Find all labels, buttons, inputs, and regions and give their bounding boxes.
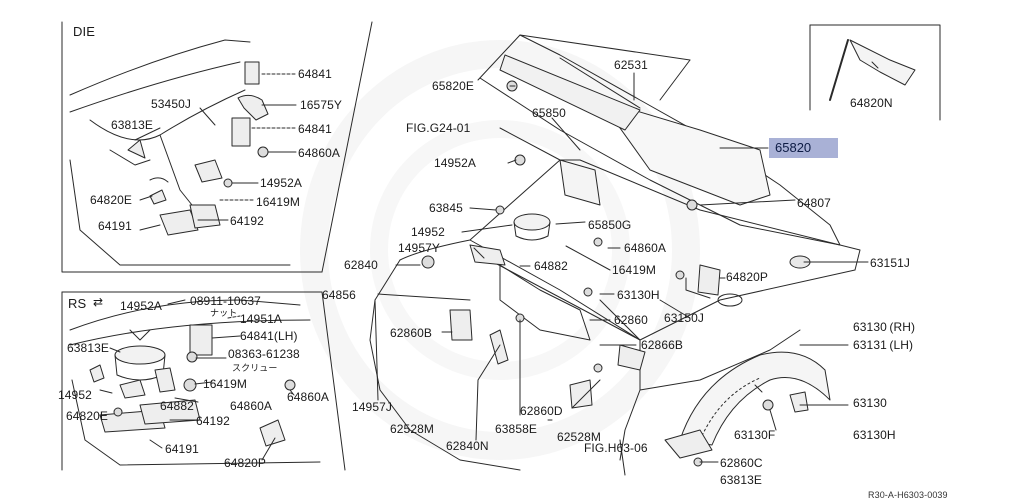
part-label-64856[interactable]: 64856: [322, 288, 356, 302]
part-label-63130f[interactable]: 63130F: [734, 428, 776, 442]
part-label-62860c[interactable]: 62860C: [720, 456, 763, 470]
part-label-64841-a[interactable]: 64841: [298, 67, 332, 81]
part-label-64860a-a[interactable]: 64860A: [298, 146, 340, 160]
part-label-14957j[interactable]: 14957J: [352, 400, 392, 414]
rs-nut-note: ナット: [210, 308, 238, 318]
rs-part-label-64820p[interactable]: 64820P: [224, 456, 266, 470]
part-label-62860d[interactable]: 62860D: [520, 404, 563, 418]
part-label-16419m-b[interactable]: 16419M: [612, 263, 656, 277]
part-label-64820n[interactable]: 64820N: [850, 96, 893, 110]
part-label-53450j[interactable]: 53450J: [151, 97, 191, 111]
figure-ref-g24[interactable]: FIG.G24-01: [406, 121, 471, 135]
part-label-63130h-a[interactable]: 63130H: [617, 288, 660, 302]
part-label-65820e[interactable]: 65820E: [432, 79, 474, 93]
rs-screw-note: スクリュー: [232, 363, 278, 373]
die-inset-frame: [61, 21, 373, 273]
part-label-62866b[interactable]: 62866B: [641, 338, 683, 352]
part-label-14952a-b[interactable]: 14952A: [434, 156, 476, 170]
part-label-14952a-a[interactable]: 14952A: [260, 176, 302, 190]
die-inset-drawing: [69, 39, 297, 266]
rs-part-label-64882[interactable]: 64882: [160, 399, 194, 413]
part-label-63131-lh[interactable]: 63131 (LH): [853, 338, 914, 352]
rs-part-label-64191[interactable]: 64191: [165, 442, 199, 456]
rs-part-label-16419m[interactable]: 16419M: [203, 377, 247, 391]
highlighted-part-box[interactable]: [769, 138, 838, 158]
part-label-63130h-b[interactable]: 63130H: [853, 428, 896, 442]
part-label-63130-b[interactable]: 63130: [853, 396, 887, 410]
part-label-62840[interactable]: 62840: [344, 258, 378, 272]
part-label-62528m-a[interactable]: 62528M: [390, 422, 434, 436]
part-label-64820p-a[interactable]: 64820P: [726, 270, 768, 284]
part-label-62860[interactable]: 62860: [614, 313, 648, 327]
part-label-64191-a[interactable]: 64191: [98, 219, 132, 233]
part-label-63813e-b[interactable]: 63813E: [720, 473, 762, 487]
rs-inset-drawing: [69, 299, 321, 466]
rs-part-label-14951a[interactable]: 14951A: [240, 312, 282, 326]
part-label-62840n[interactable]: 62840N: [446, 439, 489, 453]
rs-part-label-64860a-a[interactable]: 64860A: [230, 399, 272, 413]
inset-64820n-frame: [809, 24, 941, 121]
part-label-62528m-b[interactable]: 62528M: [557, 430, 601, 444]
rs-arrow-icon: ⇄: [93, 295, 104, 309]
part-label-64882-a[interactable]: 64882: [534, 259, 568, 273]
rs-part-label-08363-61238[interactable]: 08363‐61238: [228, 347, 300, 361]
rs-part-label-64192[interactable]: 64192: [196, 414, 230, 428]
part-label-14957y[interactable]: 14957Y: [398, 241, 440, 255]
part-label-63813e-a[interactable]: 63813E: [111, 118, 153, 132]
part-label-63130-rh[interactable]: 63130 (RH): [853, 320, 916, 334]
fender-liner: [664, 351, 831, 467]
part-label-16575y[interactable]: 16575Y: [300, 98, 342, 112]
part-label-65820-highlighted[interactable]: 65820: [775, 140, 812, 155]
part-label-65850g[interactable]: 65850G: [588, 218, 632, 232]
rs-inset-frame: [61, 291, 346, 471]
die-title: DIE: [73, 24, 95, 39]
hood-assembly: [477, 34, 841, 246]
part-label-62531[interactable]: 62531: [614, 58, 648, 72]
part-label-64841-b[interactable]: 64841: [298, 122, 332, 136]
front-body-assembly: [369, 80, 861, 471]
rs-part-label-63813e[interactable]: 63813E: [67, 341, 109, 355]
figure-ref-h63[interactable]: FIG.H63-06: [584, 441, 648, 455]
part-label-63858e[interactable]: 63858E: [495, 422, 537, 436]
rs-part-label-64820e[interactable]: 64820E: [66, 409, 108, 423]
rs-part-label-14952a[interactable]: 14952A: [120, 299, 162, 313]
rs-part-label-14952[interactable]: 14952: [58, 388, 92, 402]
rs-part-label-64841-lh[interactable]: 64841(LH): [240, 329, 298, 343]
main-leader-lines: [374, 72, 869, 476]
diagram-code: R30-A-H6303-0039: [868, 490, 948, 500]
rs-part-label-64860a-b[interactable]: 64860A: [287, 390, 329, 404]
part-label-16419m-a[interactable]: 16419M: [256, 195, 300, 209]
part-label-64192-a[interactable]: 64192: [230, 214, 264, 228]
part-label-63845[interactable]: 63845: [429, 201, 463, 215]
rs-part-label-08911-10637[interactable]: 08911‐10637: [190, 294, 261, 308]
part-label-65850[interactable]: 65850: [532, 106, 566, 120]
part-label-64807[interactable]: 64807: [797, 196, 831, 210]
part-label-64820e-a[interactable]: 64820E: [90, 193, 132, 207]
part-label-64860a-b[interactable]: 64860A: [624, 241, 666, 255]
part-label-63151j[interactable]: 63151J: [870, 256, 910, 270]
rs-title: RS: [68, 296, 87, 311]
part-label-62860b[interactable]: 62860B: [390, 326, 432, 340]
part-label-14952[interactable]: 14952: [411, 225, 445, 239]
part-label-63150j[interactable]: 63150J: [664, 311, 704, 325]
